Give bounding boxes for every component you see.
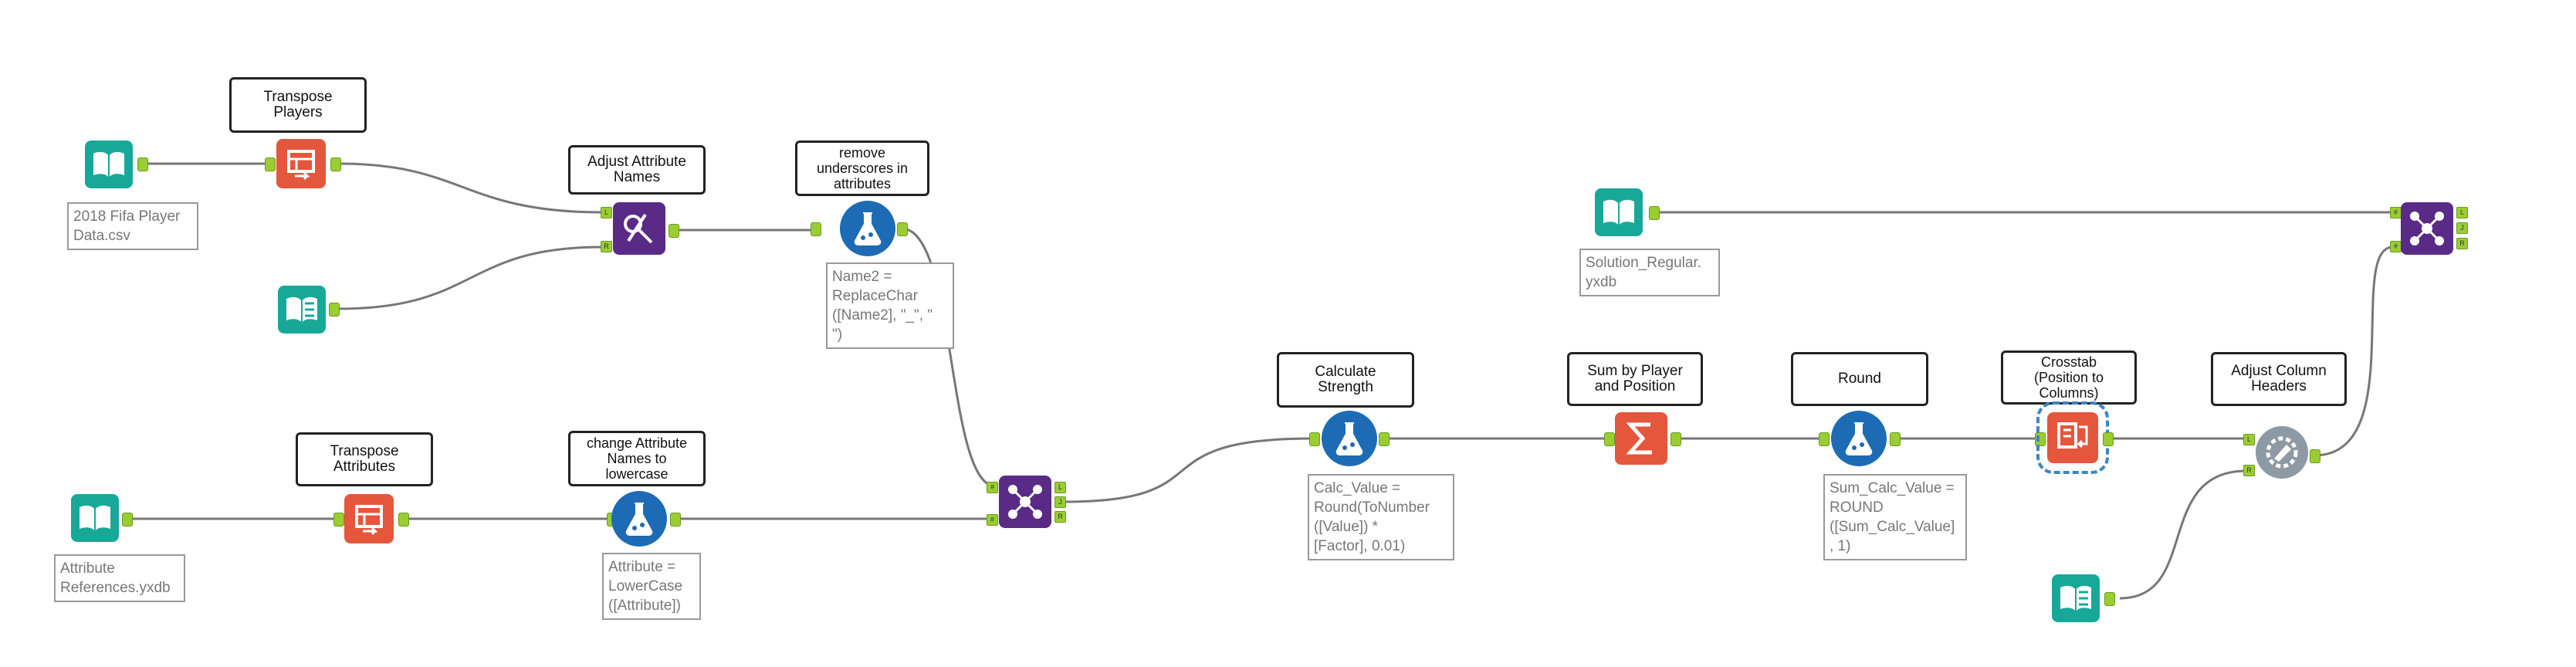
output-anchor[interactable] — [2310, 449, 2320, 463]
tool-label: Transpose Attributes — [296, 432, 433, 486]
input-anchor[interactable] — [811, 222, 821, 236]
book-icon — [286, 296, 317, 322]
dynamic-rename-icon — [2266, 436, 2298, 469]
transpose-icon — [287, 150, 315, 181]
tool-label: remove underscores in attributes — [795, 141, 929, 196]
flask-icon — [854, 212, 882, 245]
find-replace-icon — [624, 213, 653, 244]
tool-annotation: Name2 = ReplaceChar ([Name2], "_", " ") — [826, 262, 954, 349]
input-anchor[interactable] — [1604, 432, 1615, 446]
summarize-tool[interactable] — [1615, 412, 1667, 465]
tool-annotation: Attribute = LowerCase ([Attribute]) — [602, 553, 701, 620]
formula-tool-lowercase[interactable] — [611, 491, 667, 547]
union-output-anchor[interactable]: J — [1054, 496, 1066, 508]
tool-annotation: Attribute References.yxdb — [54, 554, 185, 602]
input-data-tool-2[interactable] — [278, 286, 326, 334]
formula-tool-round[interactable] — [1831, 411, 1887, 466]
output-anchor[interactable] — [137, 157, 148, 171]
union-output-anchor[interactable]: L — [1054, 482, 1066, 493]
tool-label: Transpose Players — [229, 77, 367, 133]
tool-annotation: Sum_Calc_Value = ROUND ([Sum_Calc_Value]… — [1823, 474, 1967, 560]
transpose-tool-attributes[interactable] — [344, 494, 394, 543]
transpose-tool-players[interactable] — [276, 139, 326, 188]
tool-annotation: Calc_Value = Round(ToNumber ([Value]) * … — [1308, 474, 1454, 560]
book-icon — [80, 505, 110, 530]
input-anchor[interactable] — [333, 513, 344, 526]
output-anchor[interactable] — [329, 303, 340, 317]
transpose-icon — [355, 505, 383, 536]
output-anchor[interactable] — [1379, 432, 1390, 446]
union-output-anchor[interactable]: L — [2456, 207, 2468, 218]
crosstab-icon — [2057, 422, 2088, 449]
tool-label: change Attribute Names to lowercase — [568, 431, 706, 486]
output-anchor[interactable] — [670, 513, 681, 526]
input-data-tool-fifa[interactable] — [85, 141, 133, 188]
output-anchor[interactable] — [2104, 592, 2115, 606]
flask-icon — [625, 503, 653, 536]
output-anchor[interactable] — [1671, 432, 1681, 446]
union-icon — [1008, 485, 1042, 519]
right-anchor[interactable]: R — [601, 241, 612, 252]
wire-rename-to-union — [2314, 245, 2394, 457]
tool-label: Calculate Strength — [1277, 352, 1414, 408]
union-output-anchor[interactable]: J — [2456, 222, 2468, 234]
union-input-anchor[interactable]: # — [987, 514, 998, 526]
flask-icon — [1335, 422, 1363, 455]
output-anchor[interactable] — [330, 157, 341, 171]
input-data-tool-5[interactable] — [2052, 574, 2100, 622]
wire-union-to-calc — [1063, 437, 1313, 503]
tool-label: Crosstab (Position to Columns) — [2001, 350, 2137, 405]
book-icon — [93, 151, 124, 177]
input-data-tool-attribute-references[interactable] — [71, 494, 119, 542]
wire-formula-to-union — [901, 227, 997, 488]
tool-label: Sum by Player and Position — [1567, 352, 1703, 406]
input-anchor[interactable] — [1309, 432, 1320, 446]
left-anchor[interactable]: L — [601, 207, 612, 218]
tool-annotation: 2018 Fifa Player Data.csv — [67, 202, 198, 250]
wire-input5-to-rename — [2119, 469, 2247, 600]
output-anchor[interactable] — [2103, 432, 2114, 446]
union-input-anchor[interactable]: # — [2390, 207, 2402, 218]
right-anchor[interactable]: R — [2243, 465, 2255, 476]
union-input-anchor[interactable]: # — [2390, 241, 2402, 252]
crosstab-tool[interactable] — [2036, 401, 2109, 474]
formula-tool-underscores[interactable] — [840, 201, 895, 256]
tool-label: Adjust Column Headers — [2211, 352, 2347, 406]
tool-label: Adjust Attribute Names — [568, 145, 706, 195]
output-anchor[interactable] — [122, 513, 133, 526]
flask-icon — [1845, 422, 1873, 455]
union-input-anchor[interactable]: # — [987, 482, 998, 493]
input-anchor[interactable] — [265, 157, 276, 171]
wire-transpose-to-adjust — [339, 162, 603, 214]
book-icon — [1603, 199, 1634, 225]
input-anchor[interactable] — [2035, 432, 2046, 446]
input-anchor[interactable] — [1819, 432, 1830, 446]
output-anchor[interactable] — [897, 222, 908, 236]
union-tool-2[interactable] — [2401, 202, 2453, 255]
book-icon — [2060, 585, 2091, 611]
find-replace-tool[interactable] — [613, 202, 665, 255]
wire-input2-to-adjust — [337, 245, 603, 310]
input-data-tool-solution[interactable] — [1595, 188, 1643, 236]
union-output-anchor[interactable]: R — [1054, 511, 1066, 523]
union-output-anchor[interactable]: R — [2456, 238, 2468, 249]
output-anchor[interactable] — [669, 224, 679, 238]
output-anchor[interactable] — [1890, 432, 1901, 446]
dynamic-rename-tool[interactable] — [2256, 426, 2308, 479]
formula-tool-calc[interactable] — [1322, 411, 1377, 466]
tool-annotation: Solution_Regular. yxdb — [1579, 249, 1720, 296]
sigma-icon — [1626, 422, 1652, 455]
union-icon — [2410, 212, 2444, 245]
output-anchor[interactable] — [398, 513, 409, 526]
union-tool-1[interactable] — [999, 476, 1051, 528]
output-anchor[interactable] — [1649, 206, 1660, 220]
tool-label: Round — [1791, 352, 1928, 406]
left-anchor[interactable]: L — [2243, 434, 2255, 445]
